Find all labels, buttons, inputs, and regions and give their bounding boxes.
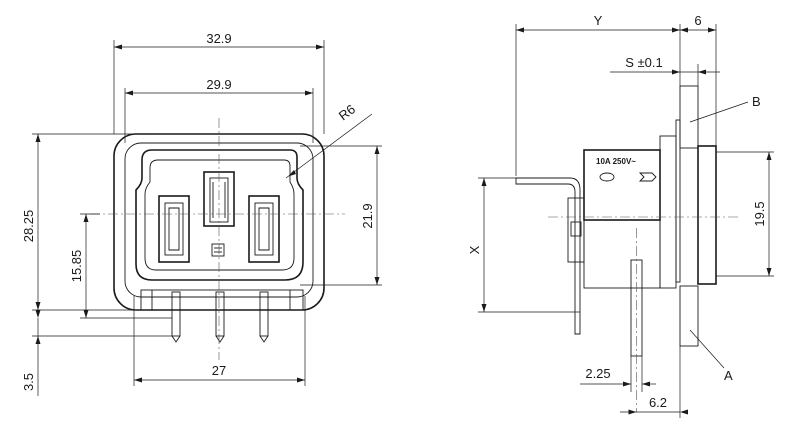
panel-upper (679, 85, 699, 149)
flange-edge (675, 119, 681, 283)
rating-label: 10A 250V~ (596, 157, 636, 166)
dim-body-height: 19.5 (716, 151, 774, 277)
dim-flange: 6 (680, 13, 717, 146)
dim-pin-span: 27 (133, 296, 306, 386)
panel-lower (679, 285, 699, 347)
dim-label-y: Y (594, 13, 603, 28)
dim-opening-height: 21.9 (300, 145, 382, 286)
dim-height-x: X (467, 177, 580, 313)
side-view: 10A 250V~ Y 6 (467, 13, 774, 418)
live-contact (164, 202, 184, 256)
socket-face-inner (144, 159, 295, 271)
dim-center-height: 15.85 (69, 213, 172, 319)
dim-label-32-9: 32.9 (206, 31, 231, 46)
base-block (140, 289, 304, 311)
approval-mark-1 (599, 172, 615, 182)
front-protrusion (697, 145, 717, 285)
callout-b-label: B (752, 94, 761, 109)
dim-depth-y: Y (515, 13, 681, 176)
dim-flange-width: 6.2 (620, 346, 688, 418)
dim-label-3-5: 3.5 (21, 373, 36, 391)
dim-label-27: 27 (212, 363, 226, 378)
socket-face (135, 149, 304, 281)
callout-a-label: A (724, 368, 733, 383)
callout-b: B (689, 94, 761, 123)
dim-label-2-25: 2.25 (585, 366, 610, 381)
dim-label-19-5: 19.5 (752, 201, 767, 226)
dim-label-29-9: 29.9 (206, 77, 231, 92)
neutral-contact (254, 202, 274, 256)
dim-label-6: 6 (694, 13, 701, 28)
flange (659, 135, 677, 289)
dim-total-height: 28.25 (21, 133, 172, 311)
body-step (567, 197, 585, 263)
body-lower (583, 219, 661, 289)
dim-panel-thickness: S ±0.1 (610, 55, 720, 86)
dim-label-21-9: 21.9 (360, 203, 375, 228)
dim-label-s: S ±0.1 (625, 55, 663, 70)
callout-a: A (689, 329, 733, 383)
dim-label-6-2: 6.2 (649, 395, 667, 410)
dim-label-15-85: 15.85 (69, 250, 84, 283)
dim-pin-offset: 2.25 (580, 356, 656, 392)
bent-terminal (515, 177, 581, 335)
dim-outer-width: 32.9 (113, 31, 325, 134)
dim-inner-width: 29.9 (124, 77, 314, 143)
dim-label-r6: R6 (336, 101, 358, 123)
terminal-pins (171, 291, 269, 343)
dim-label-x: X (467, 245, 482, 254)
approval-mark-2 (638, 172, 657, 182)
front-view: 32.9 29.9 R6 28.25 (21, 31, 382, 396)
housing-inner-outline (124, 142, 314, 298)
dim-label-28-25: 28.25 (21, 210, 36, 243)
neutral-slot (248, 195, 280, 263)
live-slot (158, 195, 190, 263)
logo-mark (211, 243, 225, 257)
dim-pin-length: 3.5 (21, 310, 172, 396)
dim-radius: R6 (285, 101, 373, 179)
